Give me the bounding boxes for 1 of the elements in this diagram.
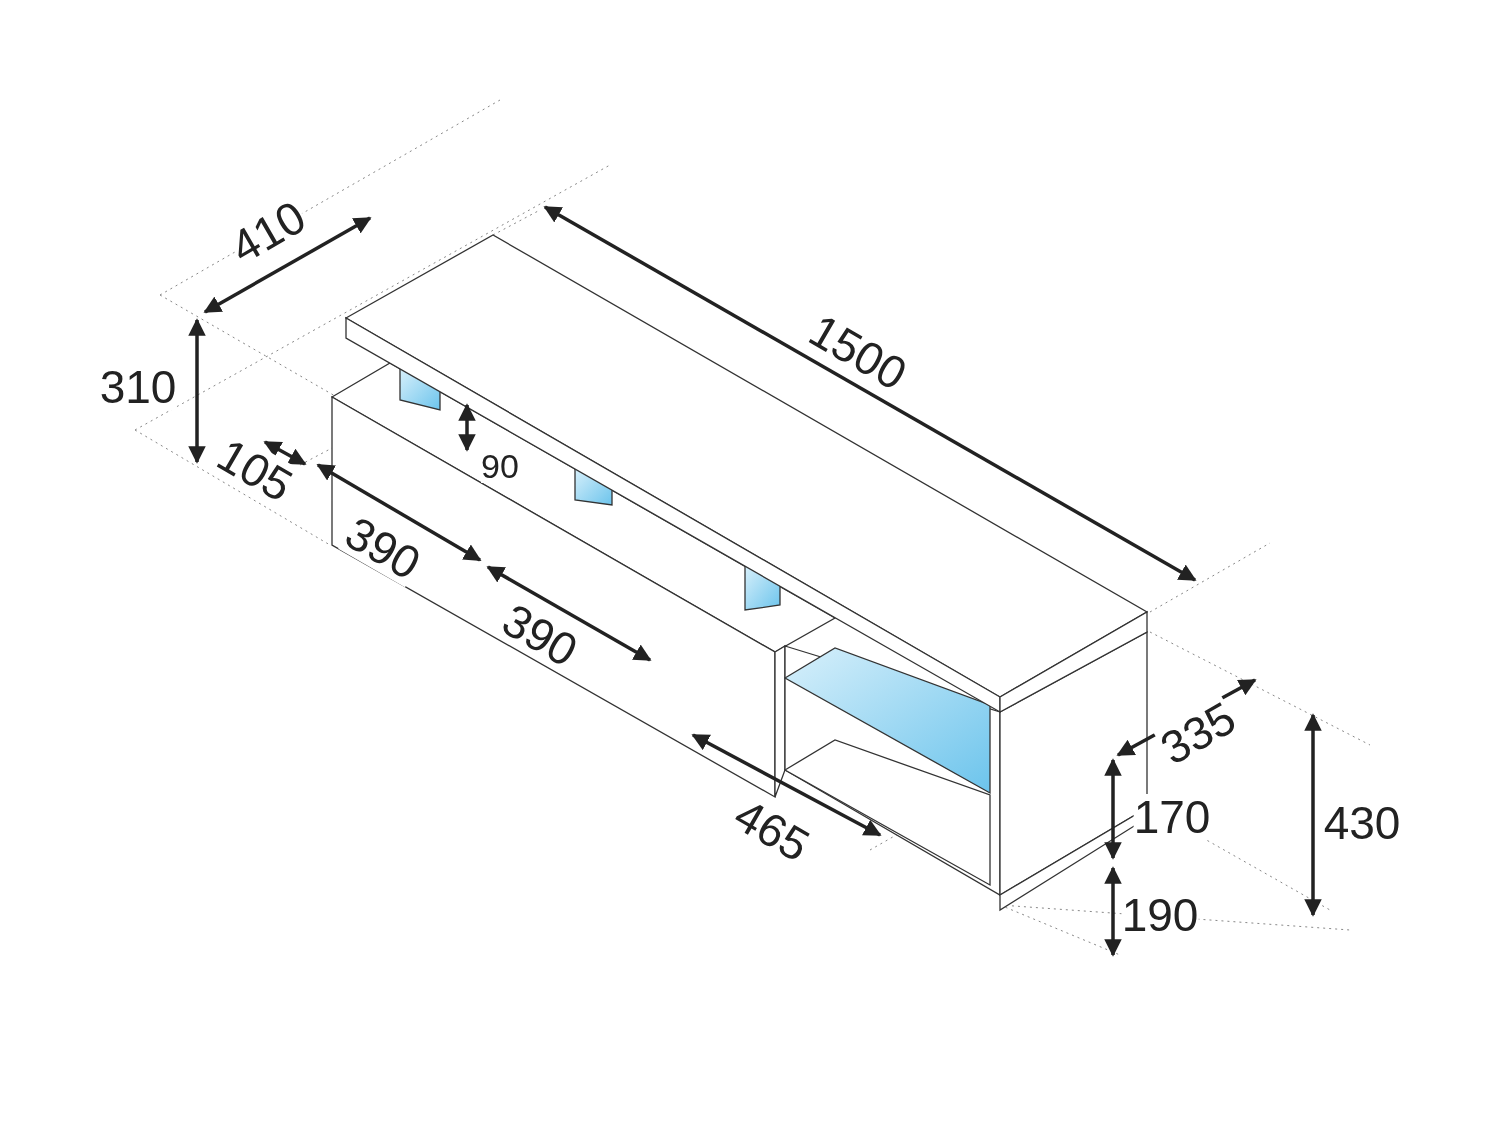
dimension-label: 170 bbox=[1133, 794, 1211, 840]
